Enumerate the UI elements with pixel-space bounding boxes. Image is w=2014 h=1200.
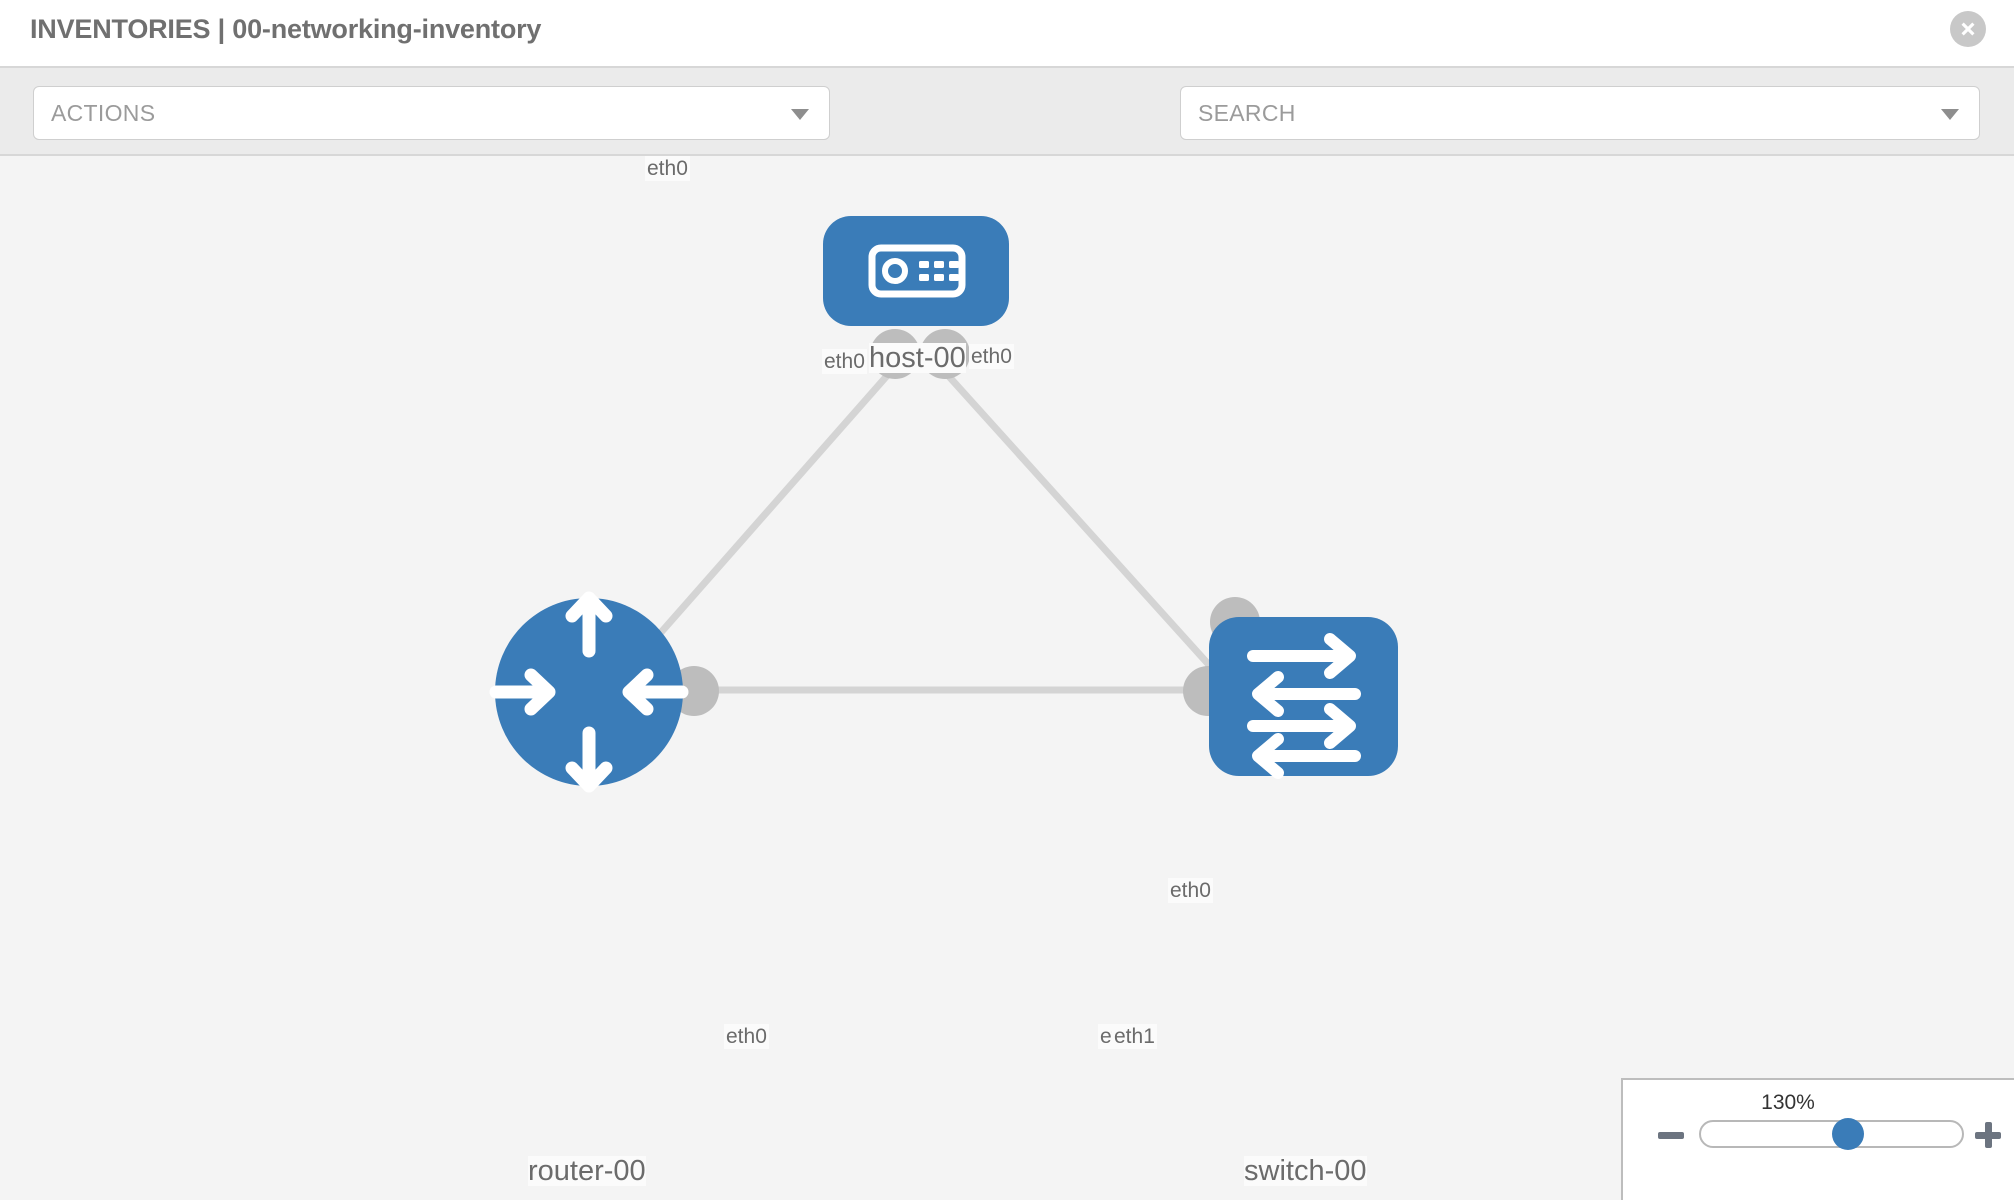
plus-icon[interactable] bbox=[1975, 1122, 2001, 1148]
topology-connectors bbox=[575, 329, 1260, 716]
node-host-00[interactable] bbox=[823, 216, 1009, 326]
edge-label-host-left: eth0 bbox=[822, 349, 867, 375]
zoom-level-value: 130% bbox=[1761, 1091, 1815, 1114]
node-label-host-00: host-00 bbox=[869, 342, 966, 374]
toolbar: ACTIONS SEARCH bbox=[0, 68, 2014, 197]
page-header: INVENTORIES | 00-networking-inventory bbox=[0, 0, 2014, 68]
link-host-switch[interactable] bbox=[931, 357, 1241, 700]
zoom-slider-thumb[interactable] bbox=[1832, 1118, 1864, 1150]
chevron-down-icon bbox=[791, 109, 809, 120]
topology-canvas[interactable]: eth0 eth0 eth0 eth0 eth0 eth eth1 host-0… bbox=[0, 156, 2014, 1200]
four-arrows-icon bbox=[489, 591, 689, 793]
edge-label-switch-left-front: eth1 bbox=[1112, 1024, 1157, 1050]
zoom-slider[interactable] bbox=[1699, 1120, 1964, 1148]
search-placeholder: SEARCH bbox=[1198, 100, 1296, 126]
topology-graph bbox=[489, 216, 1398, 793]
edge-label-switch-up: eth0 bbox=[1168, 878, 1213, 904]
node-label-router-00: router-00 bbox=[528, 1155, 646, 1187]
node-router-00[interactable] bbox=[489, 591, 689, 793]
zoom-control-panel: 130% bbox=[1621, 1078, 2014, 1200]
node-label-switch-00: switch-00 bbox=[1244, 1155, 1367, 1187]
topology-links bbox=[601, 357, 1252, 700]
edge-label-host-right: eth0 bbox=[969, 344, 1014, 370]
actions-dropdown[interactable]: ACTIONS bbox=[33, 86, 830, 140]
edge-label-router-up: eth0 bbox=[645, 156, 690, 182]
swap-arrows-icon bbox=[1247, 633, 1361, 779]
minus-icon[interactable] bbox=[1658, 1132, 1684, 1139]
edge-label-router-right: eth0 bbox=[724, 1024, 769, 1050]
chevron-down-icon[interactable] bbox=[1941, 109, 1959, 120]
search-input[interactable]: SEARCH bbox=[1180, 86, 1980, 140]
page-title: INVENTORIES | 00-networking-inventory bbox=[30, 14, 542, 44]
server-icon bbox=[868, 244, 966, 298]
actions-dropdown-label: ACTIONS bbox=[51, 100, 156, 126]
node-switch-00[interactable] bbox=[1209, 617, 1398, 779]
close-icon[interactable] bbox=[1950, 11, 1986, 47]
